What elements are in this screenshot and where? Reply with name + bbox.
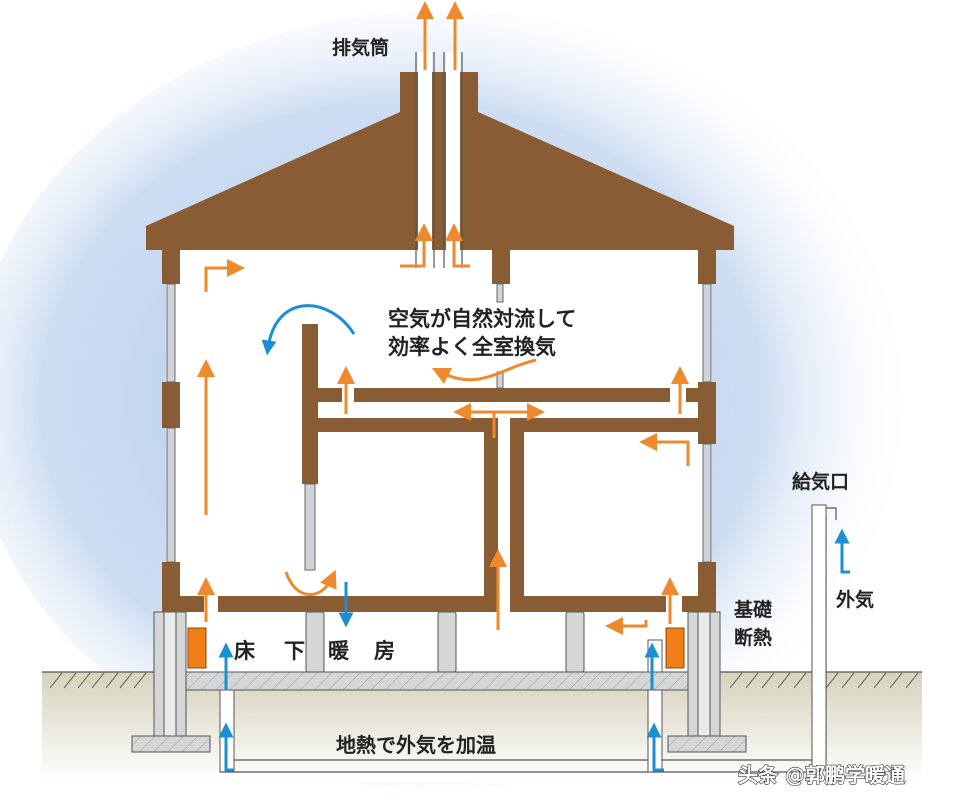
convection-label-line1: 空気が自然対流して bbox=[388, 307, 576, 331]
underfloor-heating-char-3: 暖 bbox=[328, 639, 350, 663]
underfloor-heating-char-1: 床 bbox=[234, 639, 255, 663]
stack-flue-2 bbox=[446, 52, 460, 270]
outside-air-label: 外気 bbox=[836, 588, 874, 611]
underfloor-heating-char-4: 房 bbox=[374, 639, 395, 663]
geothermal-duct bbox=[219, 504, 837, 773]
stack-flue-1 bbox=[418, 52, 432, 270]
foundation bbox=[131, 611, 747, 753]
watermark: 头条 @郭鹏学暖通 bbox=[738, 763, 905, 787]
underfloor-heater-left bbox=[187, 627, 207, 669]
underfloor-heating-char-2: 下 bbox=[284, 639, 305, 663]
warm-air-arrows bbox=[197, 1, 690, 635]
convection-label-line2: 効率よく全室換気 bbox=[388, 335, 556, 359]
underfloor-heater-right bbox=[665, 627, 685, 669]
foundation-insulation-label-line2: 断熱 bbox=[734, 626, 772, 649]
fresh-air-arrows bbox=[218, 304, 850, 772]
supply-inlet-label: 給気口 bbox=[792, 470, 849, 493]
exhaust-stack-label: 排気筒 bbox=[332, 36, 389, 59]
house-structure bbox=[146, 72, 734, 612]
foundation-insulation-label-line1: 基礎 bbox=[733, 598, 772, 621]
geothermal-label: 地熱で外気を加温 bbox=[336, 733, 496, 757]
